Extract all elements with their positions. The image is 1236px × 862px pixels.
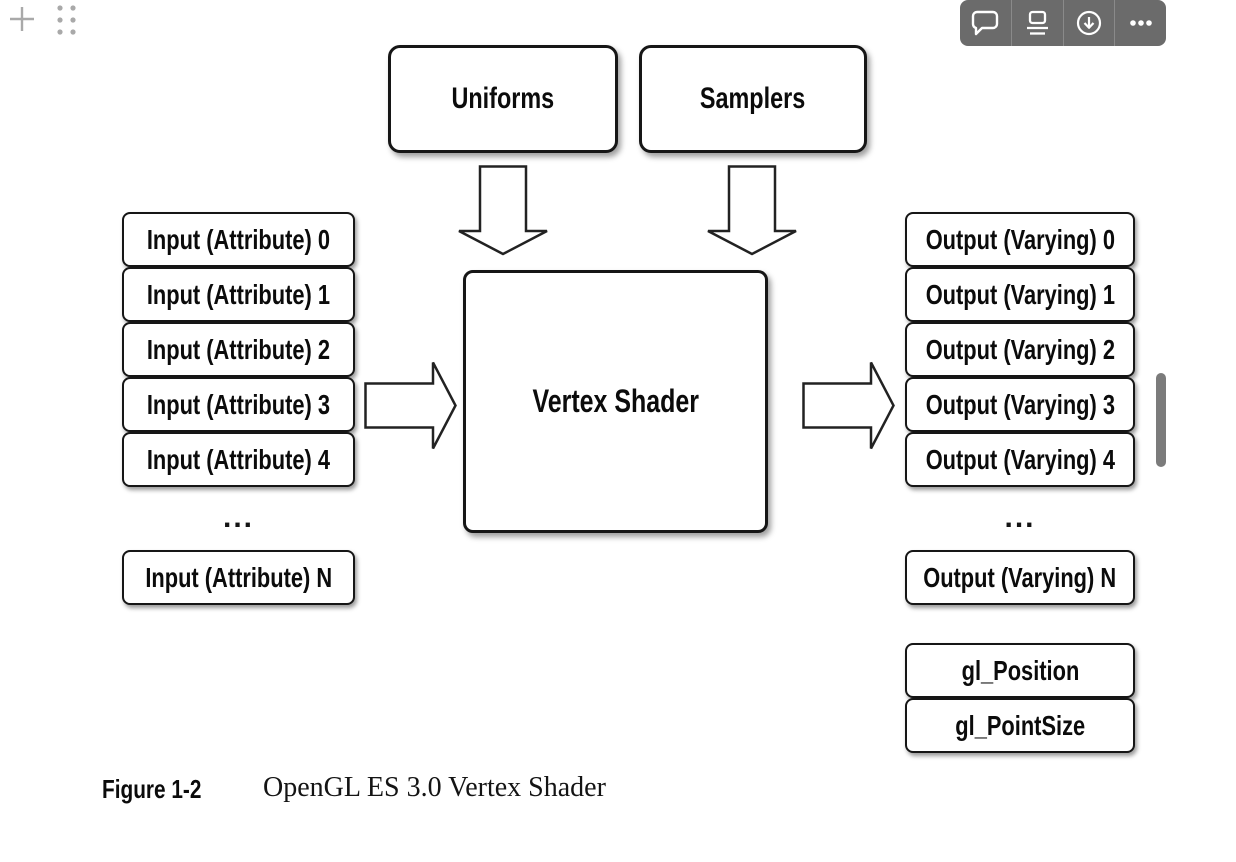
figure-caption-title: OpenGL ES 3.0 Vertex Shader (263, 772, 606, 803)
diagram-box-output-3: Output (Varying) 3 (905, 377, 1135, 432)
more-options-button[interactable] (1114, 0, 1166, 46)
diagram-box-uniforms: Uniforms (388, 45, 618, 153)
builtin-outputs-stack: gl_Position gl_PointSize (905, 643, 1135, 753)
outputs-ellipsis: ... (1004, 501, 1036, 534)
arrow-down-uniforms (457, 165, 549, 256)
diagram-box-input-3: Input (Attribute) 3 (122, 377, 355, 432)
arrow-down-samplers (706, 165, 798, 256)
reader-view-button[interactable] (1010, 0, 1063, 46)
reader-toolbar (960, 0, 1166, 46)
reader-view-icon (1022, 7, 1052, 39)
figure-caption-label: Figure 1-2 (102, 774, 202, 804)
diagram-box-input-n: Input (Attribute) N (122, 550, 355, 605)
diagram-box-input-4: Input (Attribute) 4 (122, 432, 355, 487)
add-annotation-button[interactable] (6, 3, 38, 35)
samplers-label: Samplers (700, 82, 806, 115)
arrow-inputs-to-shader (364, 361, 457, 450)
scrollbar-thumb[interactable] (1156, 373, 1166, 467)
input-attribute-stack: Input (Attribute) 0 Input (Attribute) 1 … (122, 212, 355, 487)
uniforms-label: Uniforms (451, 82, 555, 115)
download-button[interactable] (1062, 0, 1115, 46)
diagram-box-gl-pointsize: gl_PointSize (905, 698, 1135, 753)
diagram-box-vertex-shader: Vertex Shader (463, 270, 768, 533)
comment-button[interactable] (960, 0, 1011, 46)
more-ellipsis-icon (1125, 7, 1157, 39)
download-circle-icon (1074, 7, 1104, 39)
diagram-box-input-0: Input (Attribute) 0 (122, 212, 355, 267)
diagram-box-output-0: Output (Varying) 0 (905, 212, 1135, 267)
drag-handle[interactable] (52, 0, 80, 40)
diagram-box-samplers: Samplers (639, 45, 867, 153)
diagram-box-input-2: Input (Attribute) 2 (122, 322, 355, 377)
plus-icon (6, 3, 38, 35)
inputs-ellipsis: ... (222, 501, 254, 534)
output-varying-stack: Output (Varying) 0 Output (Varying) 1 Ou… (905, 212, 1135, 487)
diagram-box-output-1: Output (Varying) 1 (905, 267, 1135, 322)
diagram-box-gl-position: gl_Position (905, 643, 1135, 698)
vertex-shader-label: Vertex Shader (532, 383, 699, 419)
grid-dots-icon (52, 0, 80, 40)
diagram-box-output-4: Output (Varying) 4 (905, 432, 1135, 487)
comment-bubble-icon (970, 7, 1000, 39)
diagram-box-input-1: Input (Attribute) 1 (122, 267, 355, 322)
arrow-shader-to-outputs (802, 361, 895, 450)
diagram-box-output-n: Output (Varying) N (905, 550, 1135, 605)
diagram-box-output-2: Output (Varying) 2 (905, 322, 1135, 377)
